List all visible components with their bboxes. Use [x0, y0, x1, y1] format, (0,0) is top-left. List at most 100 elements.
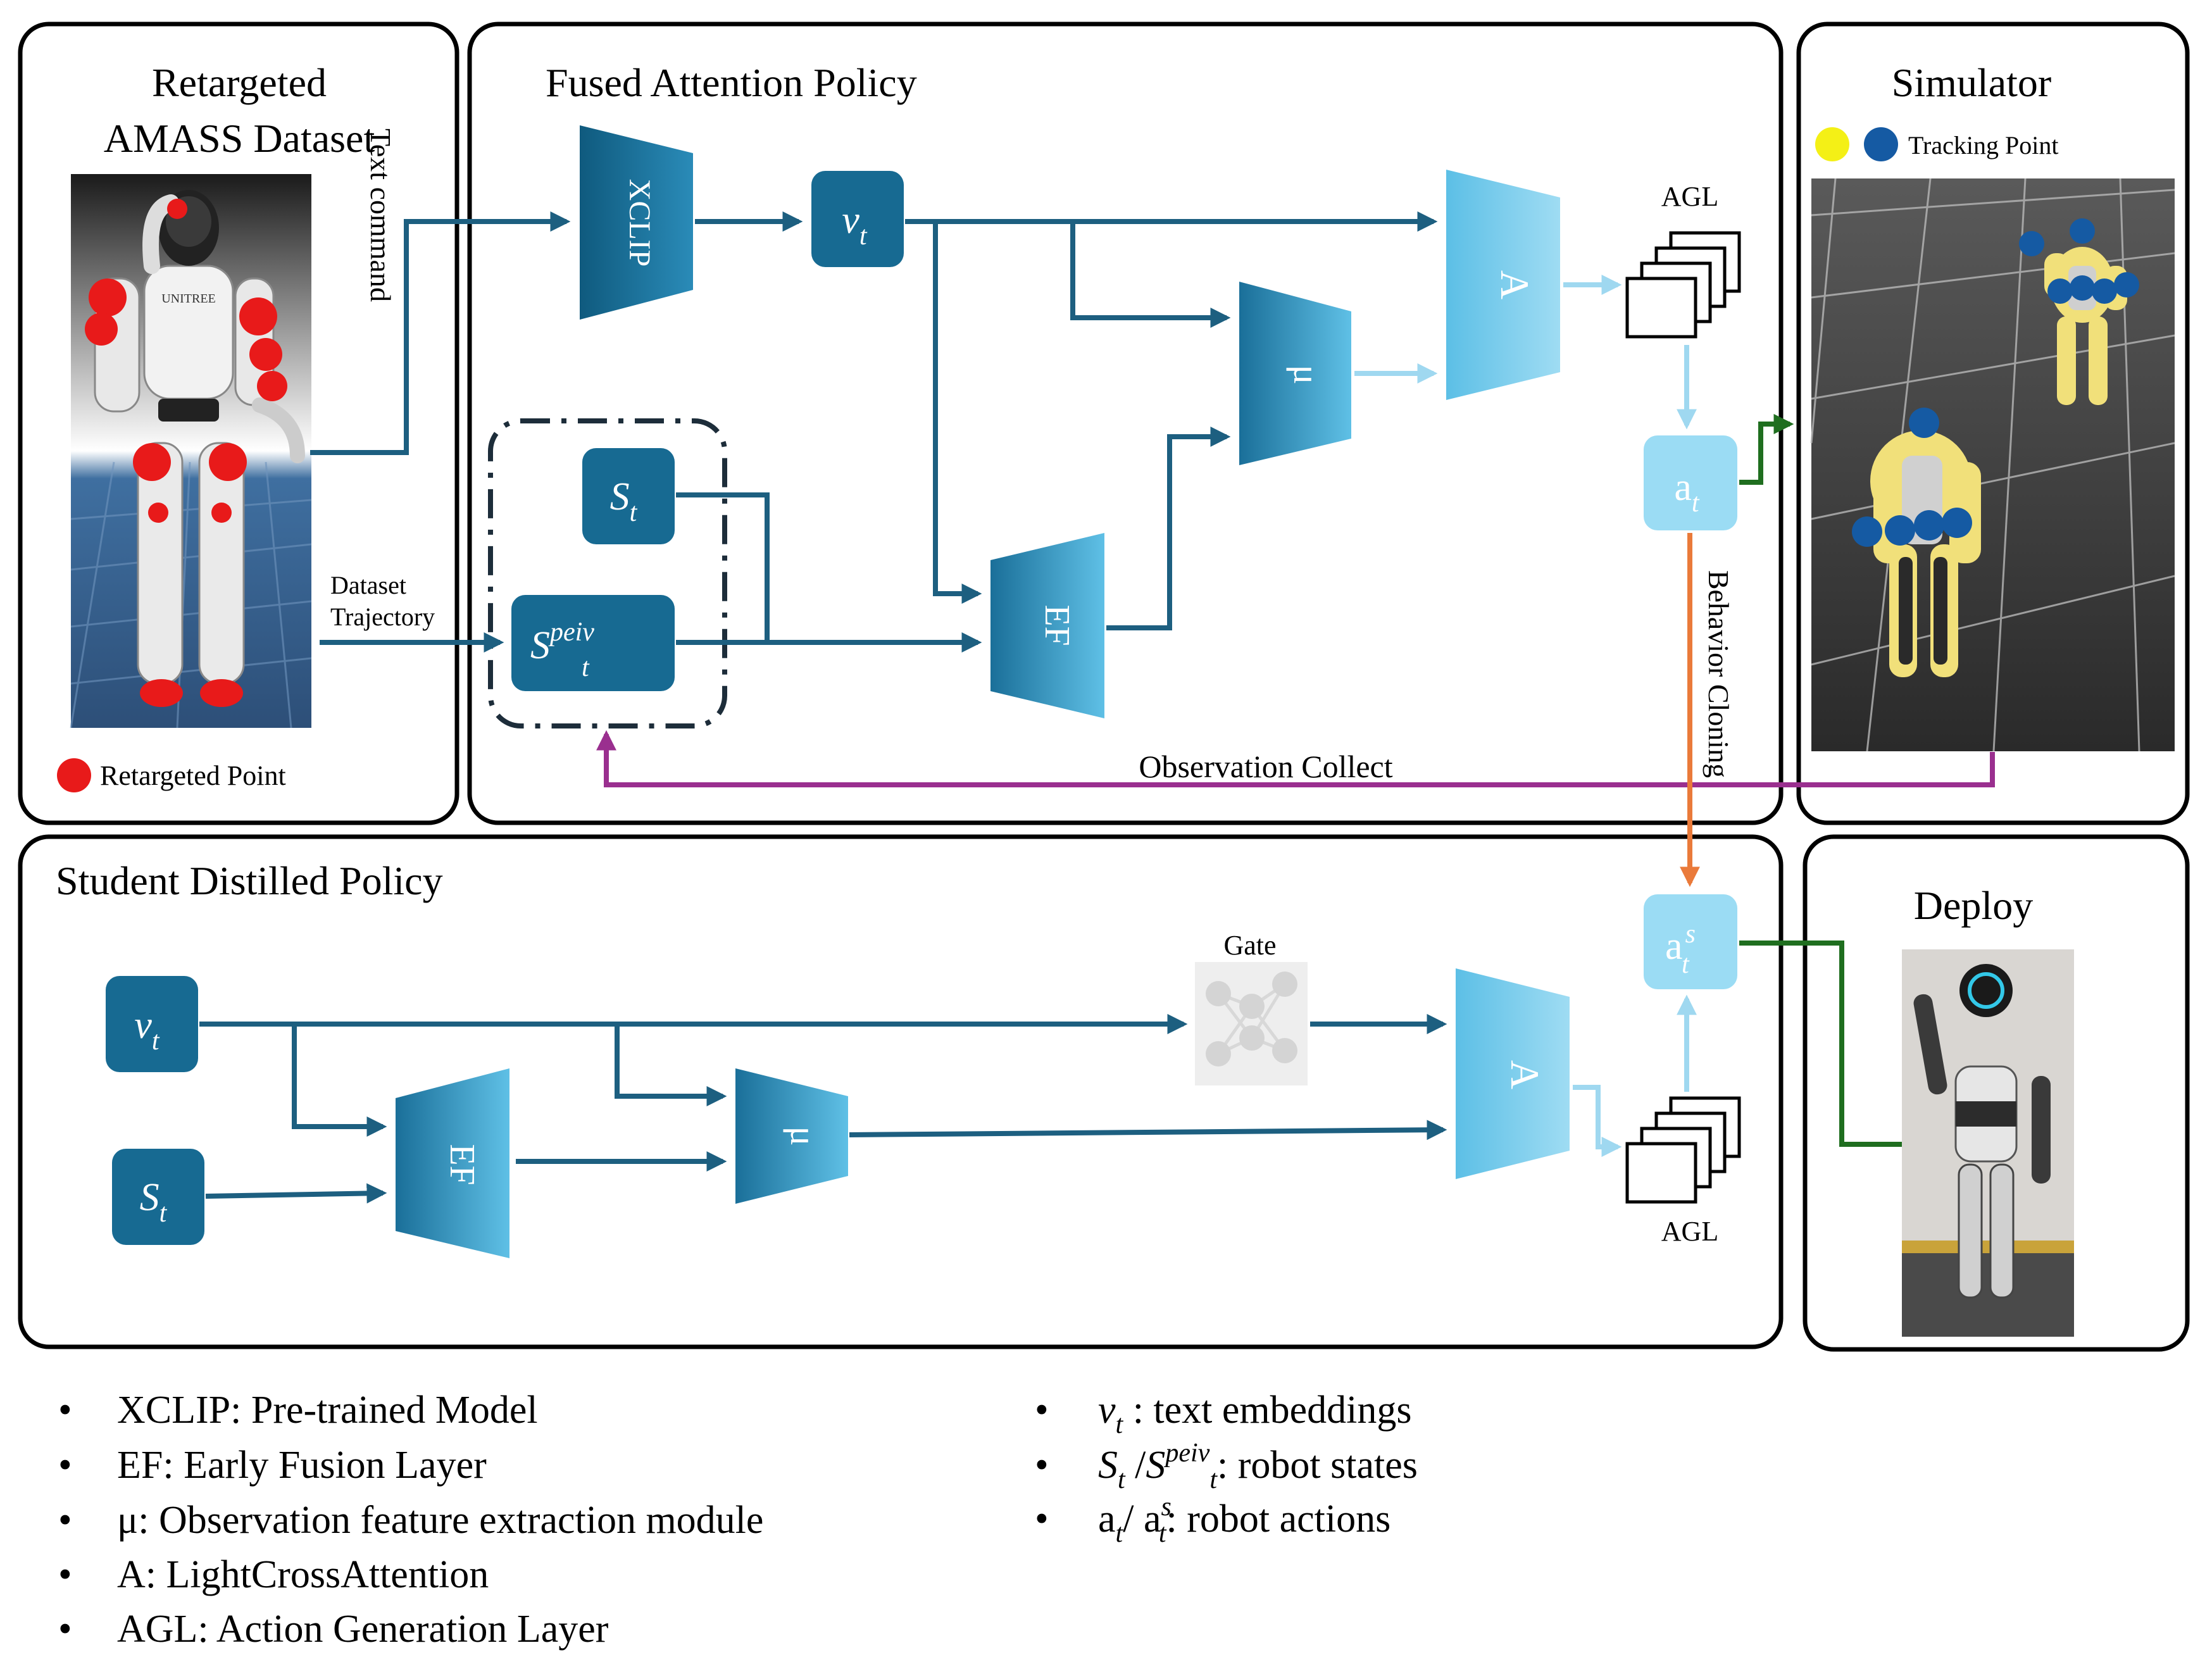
legend-as-subscript: t: [1159, 1519, 1167, 1548]
as-subscript: t: [1682, 950, 1690, 979]
svg-text:•: •: [1035, 1444, 1049, 1487]
legend-item-text: AGL: Action Generation Layer: [117, 1608, 609, 1651]
teacher-light-arrows: [1354, 275, 1697, 430]
s-subscript: t: [630, 498, 638, 527]
arrow-state-to-student-ef: [205, 1183, 387, 1204]
student-attention-label: A: [1503, 1060, 1547, 1089]
legend-left: • XCLIP: Pre-trained Model • EF: Early F…: [58, 1389, 763, 1651]
student-early-fusion-label: EF: [442, 1144, 482, 1185]
legend-v-text: : text embeddings: [1123, 1389, 1411, 1432]
text-embedding-block: vt: [811, 171, 904, 267]
legend-right: • vt : text embeddings • St /Speivt: rob…: [1035, 1389, 1418, 1548]
student-light-arrows: [1573, 994, 1697, 1157]
a-symbol: a: [1674, 466, 1692, 509]
student-mu-block: μ: [735, 1068, 848, 1204]
svg-text:St: St: [140, 1176, 168, 1228]
svg-text:ast: ast: [1665, 920, 1696, 979]
legend-s-symbol: S: [1098, 1444, 1118, 1487]
attention-label: A: [1492, 270, 1537, 299]
retargeted-robot-image: UNITREE: [70, 174, 312, 728]
tracking-point-yellow-dot: [1815, 127, 1849, 161]
legend-item: • EF: Early Fusion Layer: [58, 1444, 487, 1487]
student-s-subscript: t: [159, 1199, 168, 1228]
svg-text:Speivt: Speivt: [530, 618, 594, 682]
observation-collect-label: Observation Collect: [1139, 749, 1392, 784]
svg-text:•: •: [58, 1608, 72, 1651]
legend-a-subscript: t: [1116, 1519, 1124, 1548]
deploy-title: Deploy: [1914, 883, 2033, 928]
robot-brand-label: UNITREE: [161, 292, 216, 306]
deploy-robot-photo: [1902, 949, 2074, 1337]
legend-a-separator: /: [1123, 1497, 1144, 1541]
student-state-block: St: [112, 1149, 204, 1245]
simulator-image: [1810, 178, 2175, 752]
svg-text:•: •: [58, 1444, 72, 1487]
v-subscript: t: [859, 222, 868, 251]
student-text-embedding-block: vt: [106, 976, 198, 1072]
teacher-dark-arrows: [310, 211, 1438, 653]
dataset-trajectory-label: Dataset: [330, 571, 406, 599]
agl-stack-bottom: [1625, 1096, 1741, 1204]
student-v-symbol: v: [134, 1004, 152, 1047]
svg-text:•: •: [58, 1389, 72, 1432]
early-fusion-block: EF: [990, 533, 1104, 718]
legend-a-text: : robot actions: [1166, 1497, 1391, 1541]
arrow-v-to-ef: [933, 222, 982, 604]
arrow-v-to-student-ef: [292, 1024, 387, 1137]
svg-text:•: •: [58, 1553, 72, 1596]
arrow-state-to-ef: [676, 492, 770, 642]
student-early-fusion-block: EF: [396, 1068, 509, 1258]
svg-text:at: at: [1674, 466, 1700, 518]
state-block: St: [582, 448, 675, 544]
legend-speiv-subscript: t: [1209, 1465, 1218, 1494]
teacher-policy-panel: [467, 22, 1784, 825]
arrow-text-to-xclip: [310, 211, 571, 455]
mu-block: μ: [1239, 282, 1351, 465]
legend-s-subscript: t: [1118, 1465, 1126, 1494]
teacher-policy-title: Fused Attention Policy: [546, 60, 917, 105]
attention-block: A: [1446, 170, 1560, 400]
legend-item: • μ: Observation feature extraction modu…: [58, 1499, 763, 1542]
student-v-subscript: t: [152, 1027, 160, 1056]
student-mu-label: μ: [783, 1126, 824, 1146]
student-attention-block: A: [1456, 968, 1570, 1179]
mu-label: μ: [1286, 365, 1327, 384]
dataset-trajectory-label-line2: Trajectory: [330, 603, 435, 631]
legend-speiv-superscript: peiv: [1163, 1439, 1209, 1468]
retargeted-point-label: Retargeted Point: [100, 760, 286, 791]
arrow-ef-to-mu: [1106, 427, 1231, 630]
legend-item: • A: LightCrossAttention: [58, 1553, 489, 1596]
simulator-title: Simulator: [1892, 60, 2051, 105]
svg-text:at/ ast: robot actions: at/ ast: robot actions: [1098, 1492, 1390, 1548]
arrow-v-to-mu: [1070, 222, 1231, 328]
legend-item-text: XCLIP: Pre-trained Model: [117, 1389, 538, 1432]
deploy-panel: [1803, 834, 2190, 1352]
arrow-mu-to-student-attention: [849, 1120, 1447, 1141]
svg-text:•: •: [1035, 1497, 1049, 1541]
s-symbol: S: [610, 475, 630, 518]
a-subscript: t: [1692, 489, 1700, 518]
legend-item-text: μ: Observation feature extraction module: [117, 1499, 763, 1542]
svg-text:•: •: [58, 1499, 72, 1542]
arrow-v-to-student-mu: [615, 1024, 727, 1106]
svg-text:vt : text embeddings: vt : text embeddings: [1098, 1389, 1412, 1439]
student-s-symbol: S: [140, 1176, 159, 1219]
observation-group: [488, 418, 727, 728]
xclip-label: XCLIP: [623, 179, 656, 267]
legend-as-symbol: a: [1144, 1497, 1161, 1541]
speiv-subscript: t: [582, 653, 590, 682]
legend-item-text: A: LightCrossAttention: [117, 1553, 489, 1596]
legend-s-text: : robot states: [1217, 1444, 1418, 1487]
svg-text:vt: vt: [842, 199, 868, 251]
student-policy-title: Student Distilled Policy: [56, 858, 443, 903]
tracking-point-blue-dot: [1864, 127, 1898, 161]
teacher-action-block: at: [1644, 435, 1737, 530]
simulator-panel: [1796, 22, 2190, 825]
agl-top-label: AGL: [1661, 181, 1718, 212]
gate-network: [1195, 962, 1308, 1085]
svg-text:vt: vt: [134, 1004, 160, 1056]
svg-text:•: •: [1035, 1389, 1049, 1432]
arrow-action-to-simulator: [1739, 414, 1794, 485]
